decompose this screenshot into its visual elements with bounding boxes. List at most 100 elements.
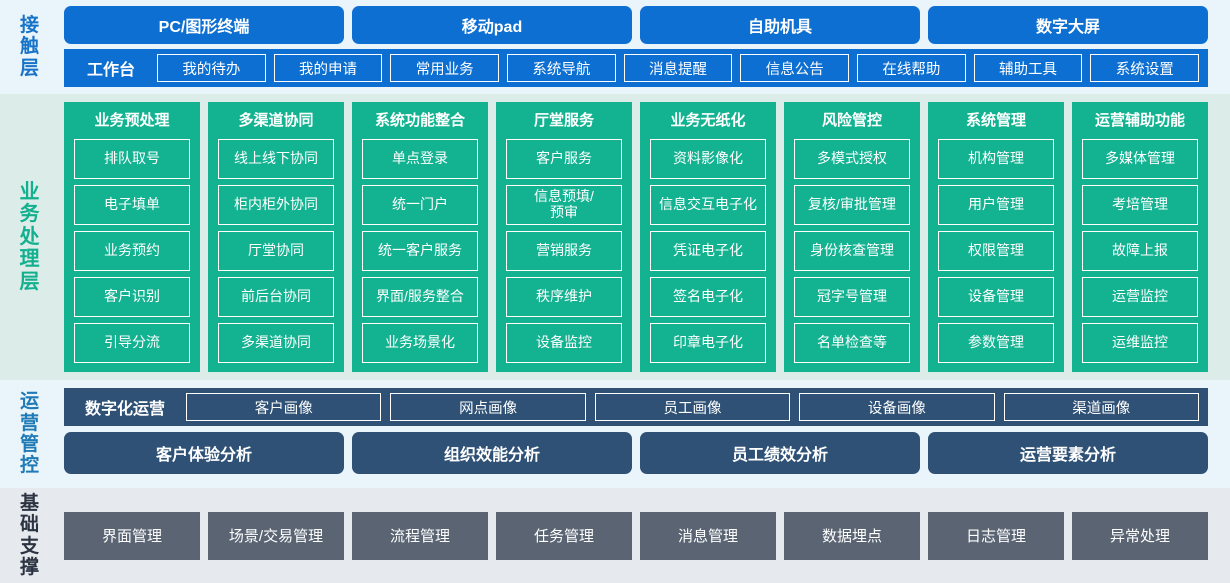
foundation-row: 界面管理 场景/交易管理 流程管理 任务管理 消息管理 数据埋点 日志管理 异常…	[64, 511, 1208, 560]
layer-operations-label: 运营管控	[0, 380, 60, 488]
business-item[interactable]: 信息交互电子化	[650, 185, 766, 225]
digital-operations-title: 数字化运营	[85, 401, 166, 418]
business-item[interactable]: 业务场景化	[362, 323, 478, 363]
business-item[interactable]: 引导分流	[74, 323, 190, 363]
workbench-item-my-application[interactable]: 我的申请	[273, 54, 383, 82]
layer-foundation-label: 基础支撑	[0, 488, 60, 583]
business-item[interactable]: 印章电子化	[650, 323, 766, 363]
business-item[interactable]: 多媒体管理	[1082, 139, 1198, 179]
layer-foundation: 基础支撑 界面管理 场景/交易管理 流程管理 任务管理 消息管理 数据埋点 日志…	[0, 488, 1230, 583]
business-item[interactable]: 前后台协同	[218, 277, 334, 317]
business-item[interactable]: 考培管理	[1082, 185, 1198, 225]
device-button-mobile-pad[interactable]: 移动pad	[352, 6, 632, 44]
layer-touch-label-text: 接触层	[19, 15, 40, 79]
business-item[interactable]: 机构管理	[938, 139, 1054, 179]
business-column-title: 多渠道协同	[238, 112, 314, 129]
business-column-preprocessing: 业务预处理 排队取号 电子填单 业务预约 客户识别 引导分流	[64, 102, 200, 372]
business-item[interactable]: 界面/服务整合	[362, 277, 478, 317]
business-item[interactable]: 单点登录	[362, 139, 478, 179]
business-item[interactable]: 复核/审批管理	[794, 185, 910, 225]
foundation-item-exception-handling[interactable]: 异常处理	[1072, 511, 1208, 560]
layer-touch: 接触层 PC/图形终端 移动pad 自助机具 数字大屏 工作台 我的待办 我的申…	[0, 0, 1230, 94]
business-column-risk-control: 风险管控 多模式授权 复核/审批管理 身份核查管理 冠字号管理 名单检查等	[784, 102, 920, 372]
business-item[interactable]: 排队取号	[74, 139, 190, 179]
layer-business-label-text: 业务处理层	[19, 181, 41, 293]
foundation-item-message-management[interactable]: 消息管理	[640, 511, 776, 560]
business-item[interactable]: 柜内柜外协同	[218, 185, 334, 225]
portrait-item-employee[interactable]: 员工画像	[594, 393, 791, 421]
foundation-item-process-management[interactable]: 流程管理	[352, 511, 488, 560]
business-item[interactable]: 名单检查等	[794, 323, 910, 363]
workbench-item-common-business[interactable]: 常用业务	[390, 54, 500, 82]
foundation-item-data-tracking[interactable]: 数据埋点	[784, 511, 920, 560]
device-button-self-service[interactable]: 自助机具	[640, 6, 920, 44]
layer-business-body: 业务预处理 排队取号 电子填单 业务预约 客户识别 引导分流 多渠道协同 线上线…	[60, 94, 1230, 380]
business-item[interactable]: 电子填单	[74, 185, 190, 225]
device-button-digital-screen[interactable]: 数字大屏	[928, 6, 1208, 44]
business-item[interactable]: 签名电子化	[650, 277, 766, 317]
layer-foundation-body: 界面管理 场景/交易管理 流程管理 任务管理 消息管理 数据埋点 日志管理 异常…	[60, 488, 1230, 583]
business-item[interactable]: 设备监控	[506, 323, 622, 363]
business-column-operation-support: 运营辅助功能 多媒体管理 考培管理 故障上报 运营监控 运维监控	[1072, 102, 1208, 372]
business-column-title: 风险管控	[821, 112, 882, 129]
portrait-item-customer[interactable]: 客户画像	[186, 393, 382, 421]
business-item[interactable]: 客户服务	[506, 139, 622, 179]
business-item[interactable]: 凭证电子化	[650, 231, 766, 271]
analysis-item-operation-elements[interactable]: 运营要素分析	[928, 432, 1208, 474]
workbench-row: 工作台 我的待办 我的申请 常用业务 系统导航 消息提醒 信息公告 在线帮助 辅…	[64, 49, 1208, 87]
layer-business: 业务处理层 业务预处理 排队取号 电子填单 业务预约 客户识别 引导分流 多渠道…	[0, 94, 1230, 380]
business-column-system-management: 系统管理 机构管理 用户管理 权限管理 设备管理 参数管理	[928, 102, 1064, 372]
business-item[interactable]: 冠字号管理	[794, 277, 910, 317]
foundation-item-interface-management[interactable]: 界面管理	[64, 511, 200, 560]
workbench-item-system-settings[interactable]: 系统设置	[1090, 54, 1200, 82]
workbench-item-system-navigation[interactable]: 系统导航	[507, 54, 616, 82]
business-column-row: 业务预处理 排队取号 电子填单 业务预约 客户识别 引导分流 多渠道协同 线上线…	[64, 102, 1208, 372]
business-item[interactable]: 多模式授权	[794, 139, 910, 179]
layer-touch-label: 接触层	[0, 0, 60, 94]
business-item[interactable]: 统一客户服务	[362, 231, 478, 271]
foundation-item-scene-transaction-management[interactable]: 场景/交易管理	[208, 511, 344, 560]
business-item[interactable]: 多渠道协同	[218, 323, 334, 363]
portrait-item-branch[interactable]: 网点画像	[390, 393, 586, 421]
business-item[interactable]: 资料影像化	[650, 139, 766, 179]
digital-operations-row: 数字化运营 客户画像 网点画像 员工画像 设备画像 渠道画像	[64, 388, 1208, 426]
business-item[interactable]: 统一门户	[362, 185, 478, 225]
business-item[interactable]: 身份核查管理	[794, 231, 910, 271]
foundation-item-task-management[interactable]: 任务管理	[496, 511, 632, 560]
business-column-lobby-service: 厅堂服务 客户服务 信息预填/ 预审 营销服务 秩序维护 设备监控	[496, 102, 632, 372]
business-item[interactable]: 厅堂协同	[218, 231, 334, 271]
workbench-item-my-todo[interactable]: 我的待办	[157, 54, 266, 82]
business-item[interactable]: 线上线下协同	[218, 139, 334, 179]
business-item[interactable]: 故障上报	[1082, 231, 1198, 271]
portrait-item-channel[interactable]: 渠道画像	[1003, 393, 1199, 421]
foundation-item-log-management[interactable]: 日志管理	[928, 511, 1064, 560]
workbench-item-auxiliary-tools[interactable]: 辅助工具	[973, 54, 1083, 82]
business-item[interactable]: 权限管理	[938, 231, 1054, 271]
business-column-title: 厅堂服务	[533, 112, 594, 129]
business-item[interactable]: 信息预填/ 预审	[506, 185, 622, 225]
business-item[interactable]: 运营监控	[1082, 277, 1198, 317]
analysis-item-organizational-efficiency[interactable]: 组织效能分析	[352, 432, 632, 474]
workbench-item-message-reminder[interactable]: 消息提醒	[623, 54, 733, 82]
business-item[interactable]: 业务预约	[74, 231, 190, 271]
business-item[interactable]: 设备管理	[938, 277, 1054, 317]
business-item[interactable]: 秩序维护	[506, 277, 622, 317]
portrait-item-device[interactable]: 设备画像	[799, 393, 995, 421]
business-item[interactable]: 用户管理	[938, 185, 1054, 225]
business-item[interactable]: 运维监控	[1082, 323, 1198, 363]
business-item[interactable]: 参数管理	[938, 323, 1054, 363]
analysis-item-customer-experience[interactable]: 客户体验分析	[64, 432, 344, 474]
business-item[interactable]: 营销服务	[506, 231, 622, 271]
workbench-item-information-bulletin[interactable]: 信息公告	[740, 54, 850, 82]
business-column-title: 业务无纸化	[670, 112, 746, 129]
business-item[interactable]: 客户识别	[74, 277, 190, 317]
layer-operations-label-text: 运营管控	[19, 391, 40, 477]
workbench-item-online-help[interactable]: 在线帮助	[857, 54, 966, 82]
analysis-item-employee-performance[interactable]: 员工绩效分析	[640, 432, 920, 474]
business-column-multichannel: 多渠道协同 线上线下协同 柜内柜外协同 厅堂协同 前后台协同 多渠道协同	[208, 102, 344, 372]
layer-operations-body: 数字化运营 客户画像 网点画像 员工画像 设备画像 渠道画像 客户体验分析 组织…	[60, 380, 1230, 488]
workbench-title: 工作台	[87, 62, 136, 79]
device-button-pc[interactable]: PC/图形终端	[64, 6, 344, 44]
business-column-title: 系统管理	[965, 112, 1026, 129]
